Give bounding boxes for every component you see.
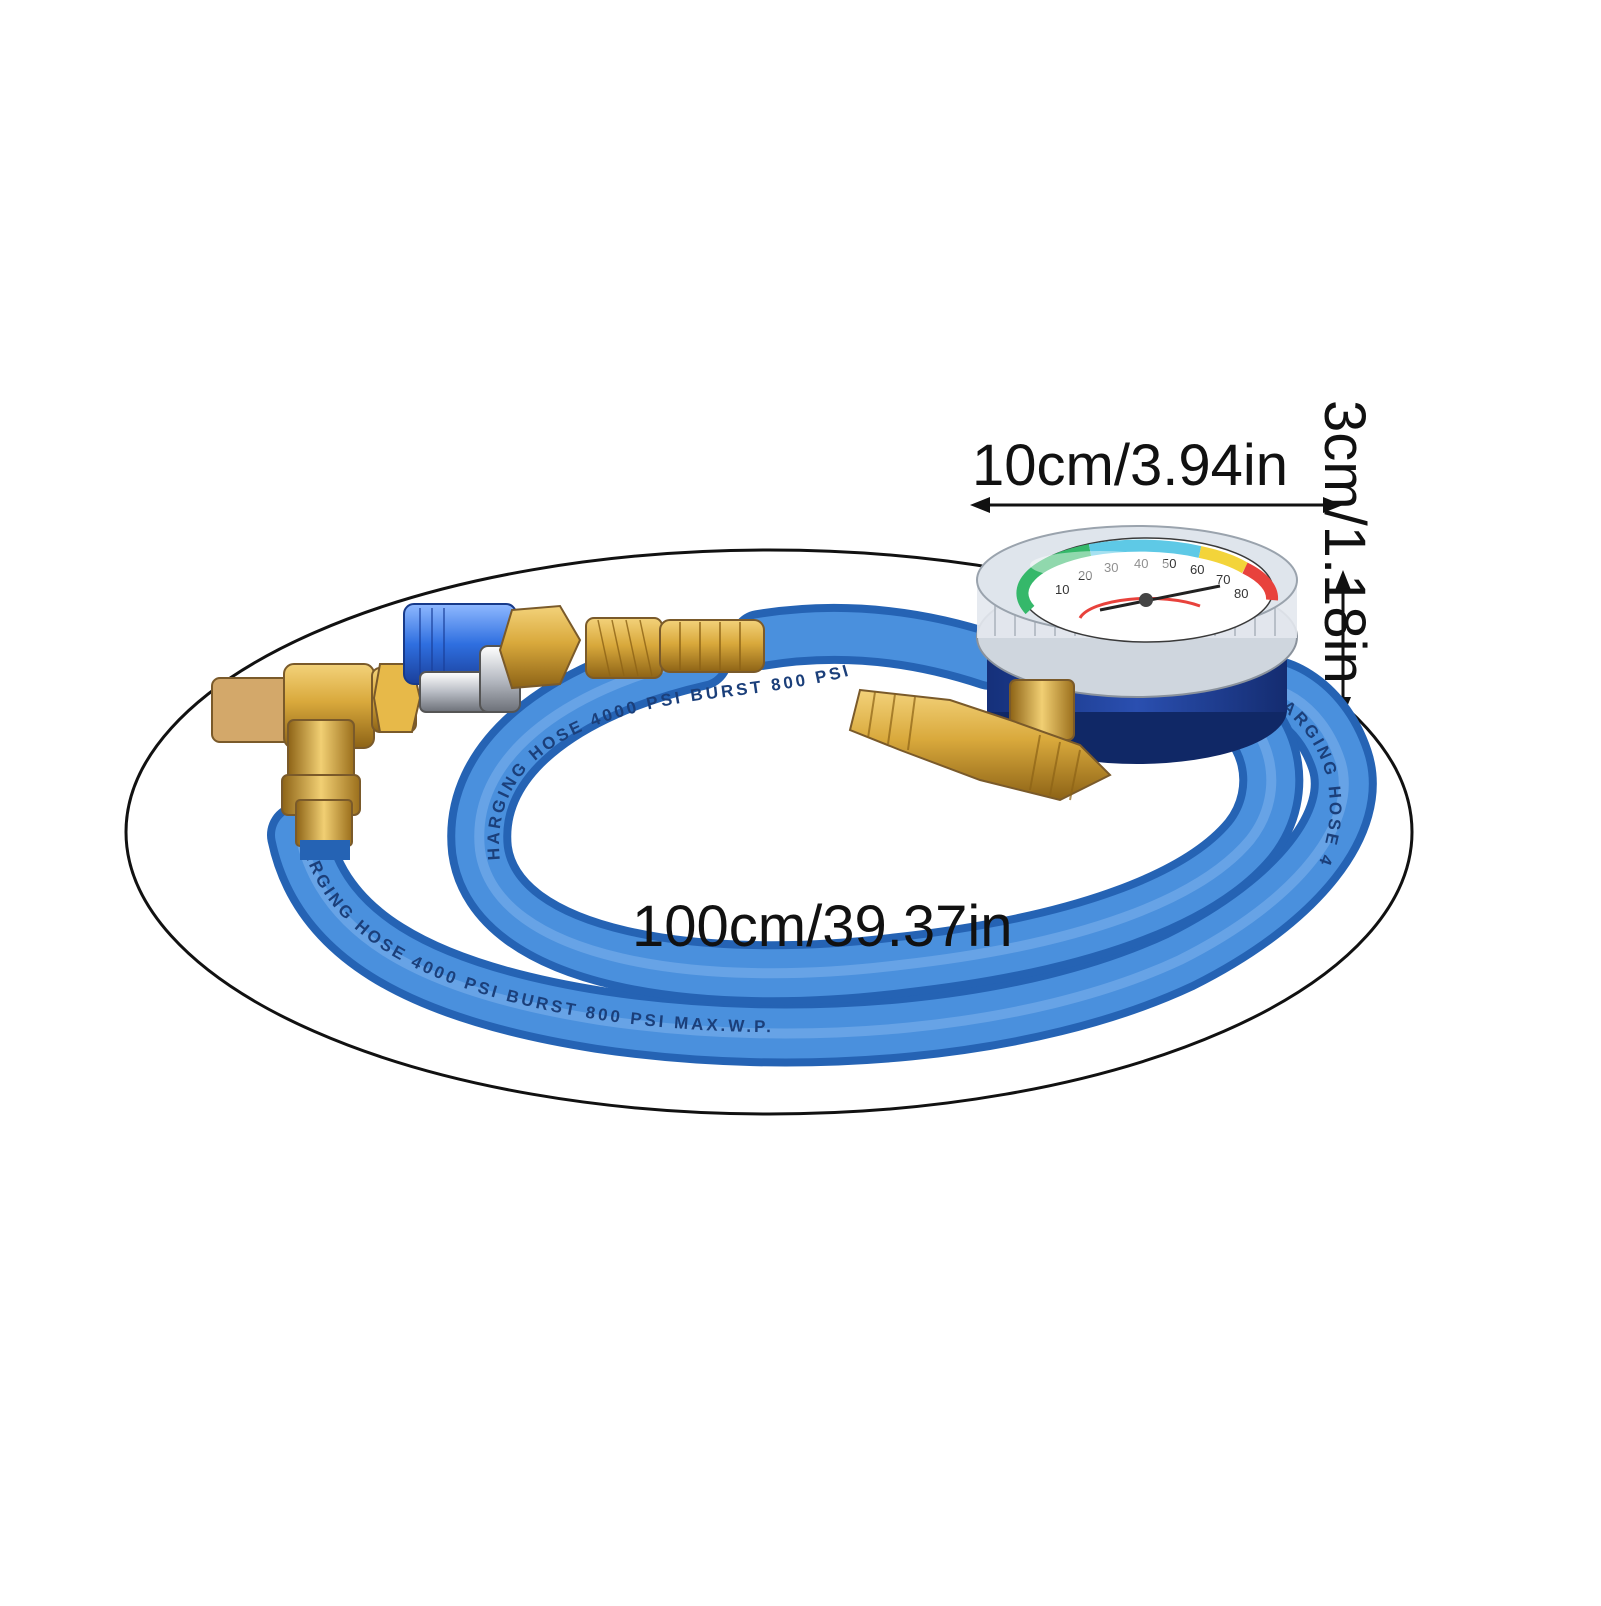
gauge-scale-40: 40 [1134, 556, 1148, 571]
hose-print-inner: HARGING HOSE 4000 PSI BURST 800 PSI MAX.… [0, 0, 861, 861]
pressure-gauge: 10 20 30 40 50 60 70 80 [976, 525, 1298, 764]
brass-tee-fitting [211, 663, 422, 847]
gauge-scale-80: 80 [1234, 586, 1248, 601]
outline-ellipse [124, 548, 1414, 1116]
hose-length-label: 100cm/39.37in [632, 894, 1013, 959]
gauge-width-label: 10cm/3.94in [972, 433, 1288, 498]
gauge-needle [1099, 584, 1221, 612]
gauge-scale-10: 10 [1055, 582, 1069, 597]
gauge-scale-30: 30 [1104, 560, 1118, 575]
gauge-width-arrow [970, 497, 1343, 513]
hose-end [300, 840, 350, 860]
gauge-depth-label: 3cm/1.18in [1312, 400, 1377, 684]
gauge-hose-fitting [848, 688, 1112, 802]
hose [267, 603, 1377, 1067]
gauge-scale-60: 60 [1190, 562, 1204, 577]
quick-coupler [403, 603, 765, 713]
gauge-scale-20: 20 [1078, 568, 1092, 583]
gauge-scale-50: 50 [1162, 556, 1176, 571]
gauge-scale-70: 70 [1216, 572, 1230, 587]
